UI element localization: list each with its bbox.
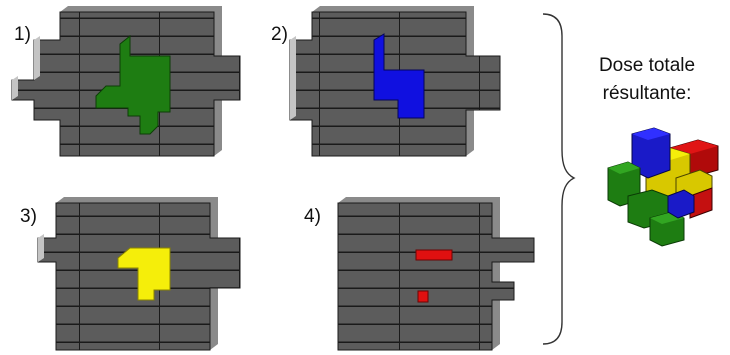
result-caption-line-2: résultante: [602,83,692,104]
panel-4-dose-region-lower [417,290,429,303]
panel-2-label: 2) [271,24,288,45]
panel-1: 1) [11,6,241,157]
panel-3: 3) [20,197,241,351]
panel-4-dose-region-upper [415,249,453,261]
panel-3-dose-region [117,247,171,301]
panel-1-edge-light [12,36,40,100]
panel-2-dose-region [373,33,425,119]
result-block-green-left-face [608,162,640,174]
panel-4-label: 4) [304,206,321,227]
result-caption: Dose totale résultante: [574,52,720,108]
panel-3-label: 3) [20,206,37,227]
result-cluster [607,127,719,247]
panel-1-dose-region [95,34,171,135]
result-block-red-top-face [670,140,718,154]
result-caption-line-1: Dose totale [598,55,696,76]
result-block-blue-2 [667,189,695,219]
summation-brace [542,13,576,345]
panel-1-label: 1) [14,24,31,45]
panel-2-edge-light [290,36,296,120]
panel-3-edge-light [38,234,44,262]
panel-4-blocks [337,202,535,351]
panel-4: 4) [304,197,535,351]
panel-2: 2) [271,6,501,157]
result-block-blue-face [632,128,670,140]
